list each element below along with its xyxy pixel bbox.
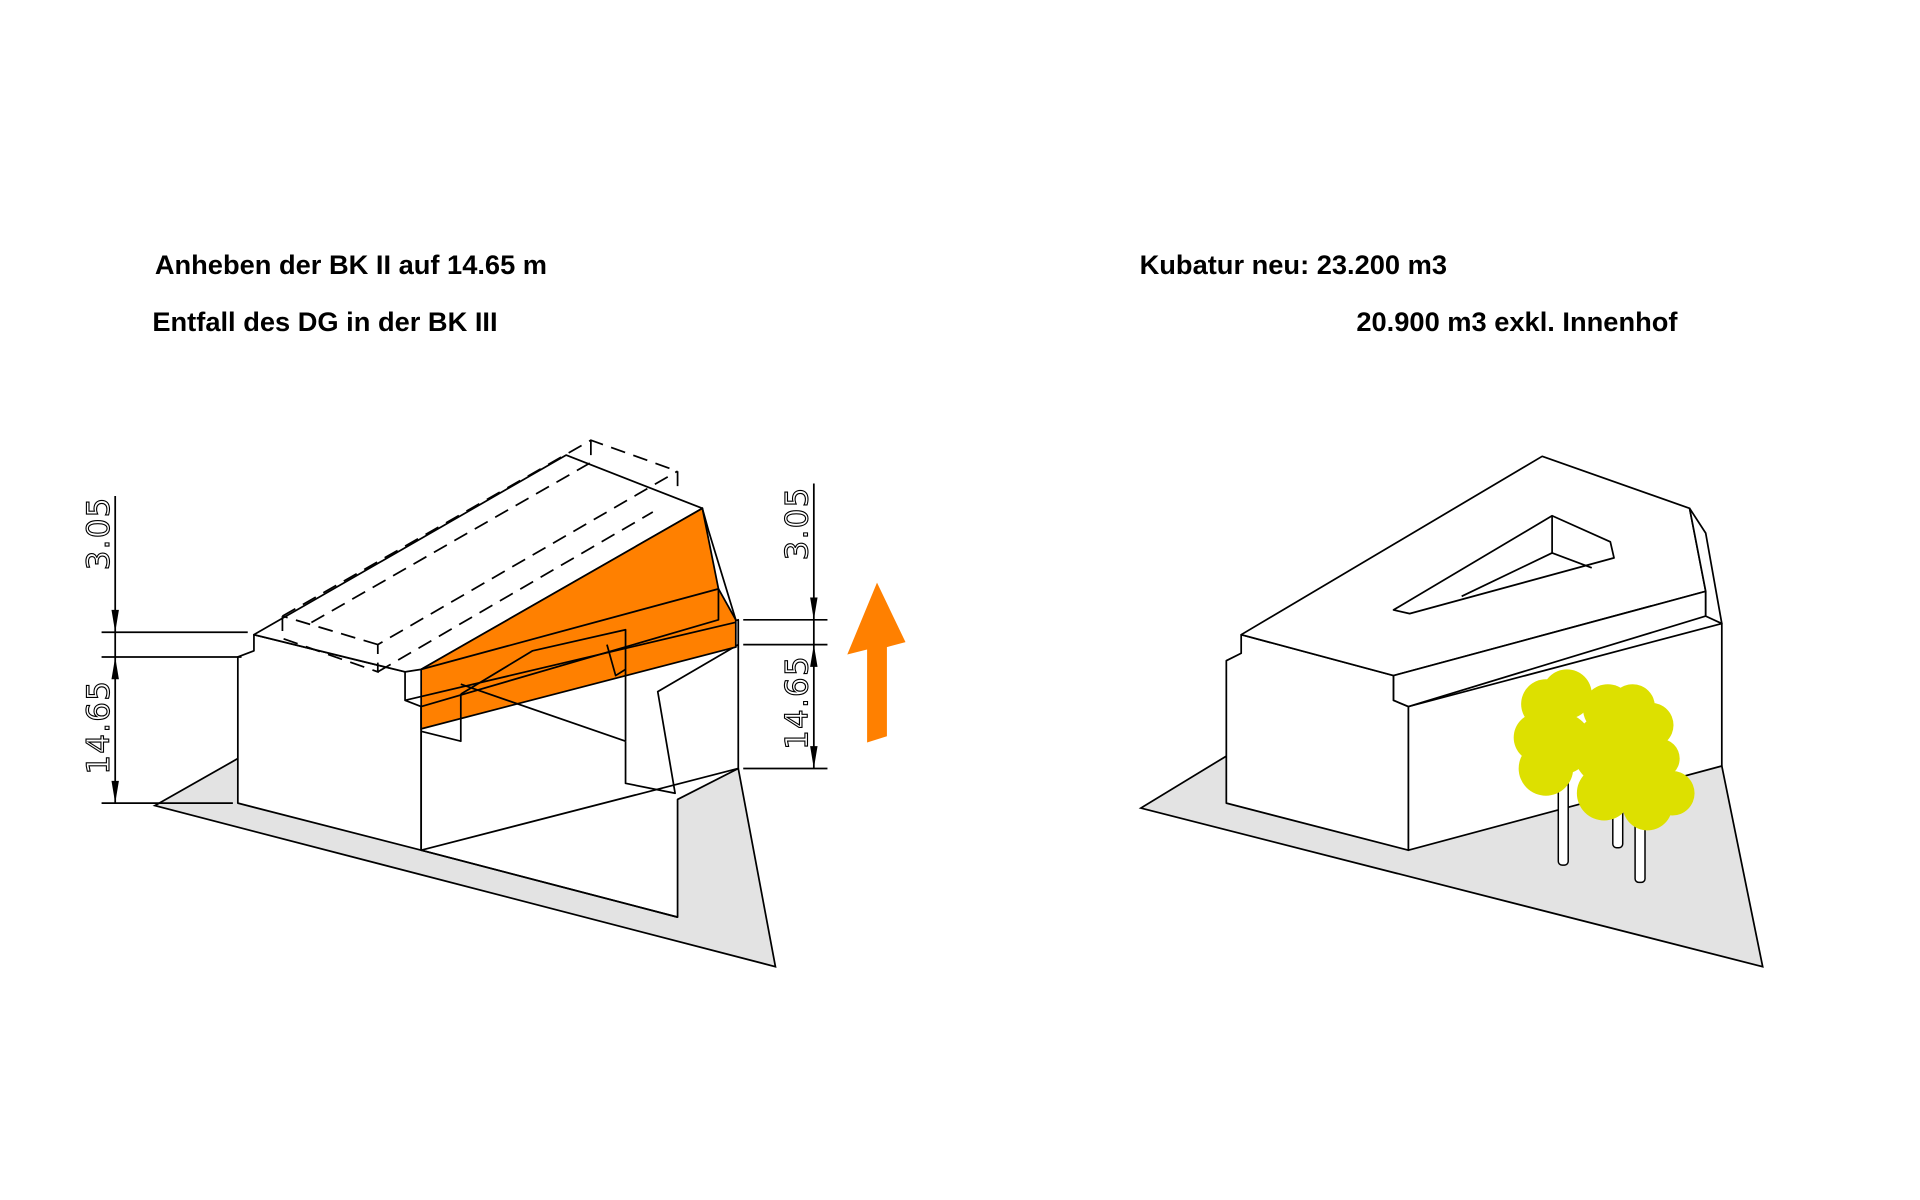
raised-edge (701, 508, 737, 621)
dimension-label-upper: 3.05 (81, 496, 117, 570)
inner-line (460, 683, 626, 743)
raised-edge (404, 621, 736, 702)
raised-edge (420, 587, 720, 708)
up-arrow-icon (847, 582, 906, 743)
building-edge (420, 849, 678, 918)
roof-step (1392, 590, 1707, 708)
inner-line (606, 644, 627, 677)
inner-line (460, 628, 627, 742)
left-title-line1: Anheben der BK II auf 14.65 m (155, 249, 547, 280)
building-recess (624, 643, 739, 795)
dimension-label-upper: 3.05 (780, 486, 816, 560)
dimension-left: 3.05 14.65 (80, 496, 248, 805)
building-edge (420, 767, 739, 852)
roof-side (1688, 507, 1723, 625)
trees (1513, 669, 1695, 884)
right-title-line1: Kubatur neu: 23.200 m3 (1140, 249, 1447, 280)
dimension-right: 3.05 14.65 (743, 483, 828, 770)
dimension-label-lower: 14.65 (780, 655, 816, 750)
courtyard (1392, 514, 1615, 615)
courtyard-inner (1461, 552, 1553, 598)
left-title-line2: Entfall des DG in der BK III (152, 306, 497, 337)
left-panel: Anheben der BK II auf 14.65 m Entfall de… (80, 249, 906, 968)
inner-line (420, 694, 462, 743)
removed-attic-dashed (281, 439, 679, 674)
dimension-label-lower: 14.65 (81, 680, 117, 775)
right-panel: Kubatur neu: 23.200 m3 20.900 m3 exkl. I… (1138, 249, 1764, 968)
right-title-line2: 20.900 m3 exkl. Innenhof (1356, 306, 1678, 337)
